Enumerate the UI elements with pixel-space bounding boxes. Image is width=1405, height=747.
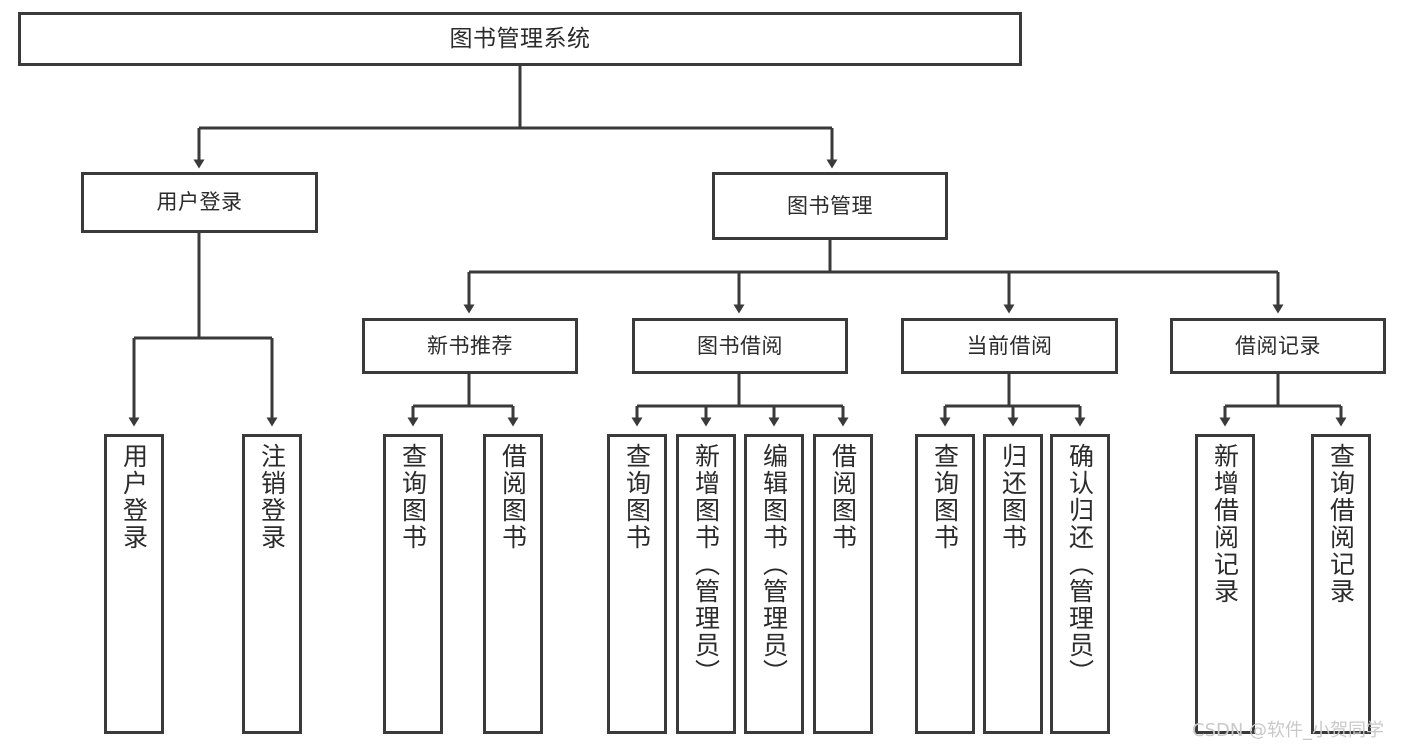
leaf-search-book-recommend-label: 查询图书 [398,443,428,551]
node-current-borrow[interactable]: 当前借阅 [901,318,1118,374]
leaf-user-login[interactable]: 用户登录 [104,434,164,734]
leaf-borrow-book-recommend-label: 借阅图书 [498,443,528,551]
csdn-watermark: CSDN @软件_小贺同学 [1192,720,1385,741]
leaf-return-book-label: 归还图书 [998,443,1028,551]
leaf-confirm-return-admin[interactable]: 确认归还（管理员） [1050,434,1110,734]
leaf-borrow-book-recommend[interactable]: 借阅图书 [483,434,543,734]
leaf-search-book-current-label: 查询图书 [930,443,960,551]
node-user-login[interactable]: 用户登录 [81,172,318,233]
leaf-borrow-book[interactable]: 借阅图书 [813,434,873,734]
leaf-search-book-recommend[interactable]: 查询图书 [383,434,443,734]
node-borrow-record-label: 借阅记录 [1235,333,1321,358]
leaf-return-book[interactable]: 归还图书 [983,434,1043,734]
node-borrow-record[interactable]: 借阅记录 [1170,318,1386,374]
leaf-logout[interactable]: 注销登录 [242,434,302,734]
node-root-label: 图书管理系统 [449,25,591,52]
node-new-book-recommend-label: 新书推荐 [427,333,513,358]
node-new-book-recommend[interactable]: 新书推荐 [362,318,578,374]
leaf-edit-book-admin-label: 编辑图书（管理员） [759,443,789,686]
leaf-add-book-admin[interactable]: 新增图书（管理员） [676,434,736,734]
leaf-add-book-admin-label: 新增图书（管理员） [691,443,721,686]
leaf-user-login-label: 用户登录 [119,443,149,551]
node-root[interactable]: 图书管理系统 [18,12,1022,66]
leaf-logout-label: 注销登录 [257,443,287,551]
leaf-borrow-book-label: 借阅图书 [828,443,858,551]
leaf-search-book-borrow[interactable]: 查询图书 [607,434,667,734]
node-user-login-label: 用户登录 [156,190,243,215]
leaf-add-borrow-record[interactable]: 新增借阅记录 [1195,434,1255,734]
leaf-search-book-current[interactable]: 查询图书 [915,434,975,734]
leaf-search-book-borrow-label: 查询图书 [622,443,652,551]
leaf-add-borrow-record-label: 新增借阅记录 [1210,443,1240,605]
leaf-confirm-return-admin-label: 确认归还（管理员） [1065,443,1095,686]
leaf-search-borrow-record[interactable]: 查询借阅记录 [1311,434,1371,734]
node-book-borrow-label: 图书借阅 [697,333,783,358]
node-book-borrow[interactable]: 图书借阅 [632,318,848,374]
leaf-edit-book-admin[interactable]: 编辑图书（管理员） [744,434,804,734]
leaf-search-borrow-record-label: 查询借阅记录 [1326,443,1356,605]
node-book-management[interactable]: 图书管理 [712,172,948,240]
node-book-management-label: 图书管理 [787,193,873,218]
node-current-borrow-label: 当前借阅 [966,333,1053,358]
